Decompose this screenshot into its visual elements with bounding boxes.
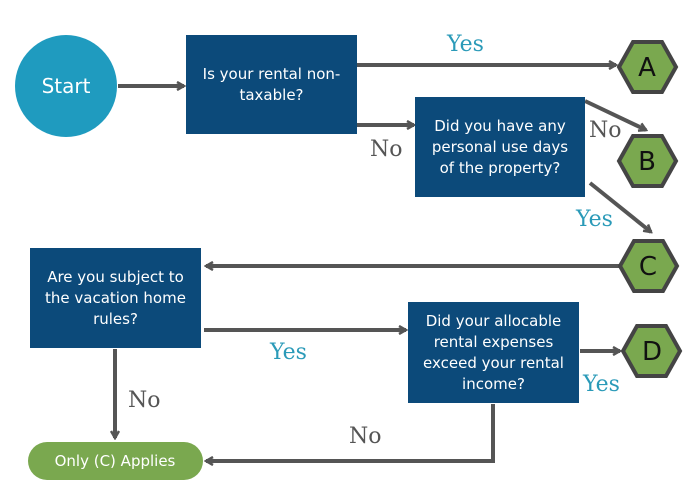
edge-label-q4-no: No bbox=[349, 424, 382, 449]
question-personal-use-days: Did you have any personal use days of th… bbox=[415, 97, 585, 197]
outcome-a-label: A bbox=[638, 53, 656, 83]
outcome-d-label: D bbox=[642, 337, 662, 367]
question-rental-non-taxable: Is your rental non-taxable? bbox=[186, 35, 357, 134]
outcome-b-label: B bbox=[638, 147, 656, 177]
edge-label-q3-yes: Yes bbox=[270, 340, 307, 365]
edge-label-q2-no: No bbox=[589, 118, 622, 143]
edge-label-q4-yes: Yes bbox=[583, 372, 620, 397]
outcome-b: B bbox=[616, 134, 679, 188]
arrow-q2-yes-to-c bbox=[588, 181, 651, 232]
only-c-applies-label: Only (C) Applies bbox=[55, 452, 176, 470]
outcome-c-label: C bbox=[639, 252, 657, 282]
question-vacation-home-rules: Are you subject to the vacation home rul… bbox=[30, 248, 201, 348]
outcome-b-hexagon bbox=[616, 134, 679, 188]
connectors bbox=[115, 65, 651, 461]
arrow-q4-no-to-only-c bbox=[206, 404, 495, 461]
start-label: Start bbox=[42, 74, 91, 98]
outcome-a: A bbox=[616, 40, 679, 94]
only-c-applies-pill bbox=[28, 442, 203, 480]
arrow-q2-no-to-b bbox=[584, 99, 646, 130]
outcome-c: C bbox=[617, 239, 680, 293]
edge-label-q2-yes: Yes bbox=[576, 207, 613, 232]
edge-label-q3-no: No bbox=[128, 388, 161, 413]
edge-label-q1-no: No bbox=[370, 137, 403, 162]
outcome-d-hexagon bbox=[620, 324, 683, 378]
outcome-c-hexagon bbox=[617, 239, 680, 293]
start-node bbox=[15, 35, 117, 137]
question-expenses-exceed-income: Did your allocable rental expenses excee… bbox=[408, 302, 579, 403]
outcome-a-hexagon bbox=[616, 40, 679, 94]
outcome-d: D bbox=[620, 324, 683, 378]
edge-label-q1-yes: Yes bbox=[447, 32, 484, 57]
